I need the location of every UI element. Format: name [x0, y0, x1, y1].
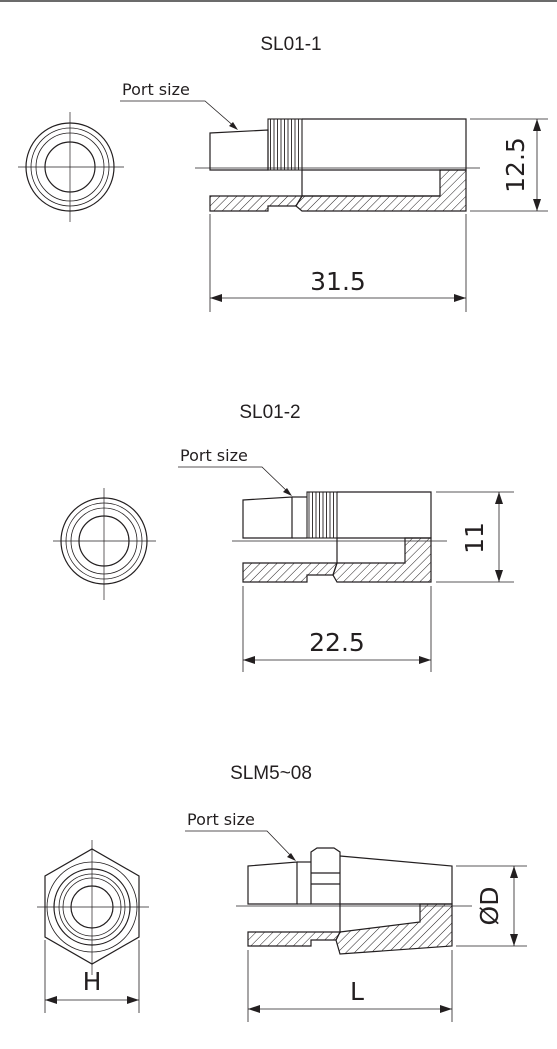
diameter-dimension: ØD: [475, 887, 504, 926]
port-size-label: Port size: [122, 80, 190, 99]
drawing-title: SL01-1: [260, 34, 321, 55]
top-border-line: [0, 0, 557, 2]
dimension-hex: H: [44, 940, 140, 1013]
dimension-diameter: 11: [436, 491, 514, 583]
length-dimension: 22.5: [309, 628, 365, 657]
end-view-circles: [18, 112, 124, 222]
dimension-length: 22.5: [242, 586, 432, 672]
diameter-dimension: 12.5: [501, 137, 530, 193]
drawing-title: SLM5~08: [230, 763, 312, 784]
end-view-hex: [37, 840, 149, 975]
port-size-label: Port size: [180, 446, 248, 465]
port-size-label: Port size: [187, 810, 255, 829]
diameter-dimension: 11: [460, 522, 489, 554]
end-view-circles: [53, 488, 156, 600]
drawing-slm5-08: SLM5~08 H: [37, 763, 527, 1022]
leader-port-size: Port size: [178, 446, 292, 496]
drawing-sl01-1: SL01-1 Port size: [18, 34, 548, 312]
leader-port-size: Port size: [120, 80, 238, 130]
dimension-length: 31.5: [209, 214, 467, 312]
length-dimension: 31.5: [310, 267, 366, 296]
length-dimension: L: [350, 977, 364, 1006]
dimension-diameter: 12.5: [470, 118, 548, 212]
side-view-body: [232, 491, 447, 583]
dimension-length: L: [247, 950, 453, 1022]
leader-port-size: Port size: [185, 810, 296, 861]
side-view-body: [236, 847, 472, 955]
hex-dimension: H: [83, 967, 102, 996]
dimension-diameter: ØD: [456, 865, 527, 947]
drawing-title: SL01-2: [239, 402, 300, 423]
side-view-body: [195, 118, 480, 212]
drawing-sl01-2: SL01-2 Port size: [53, 402, 514, 672]
